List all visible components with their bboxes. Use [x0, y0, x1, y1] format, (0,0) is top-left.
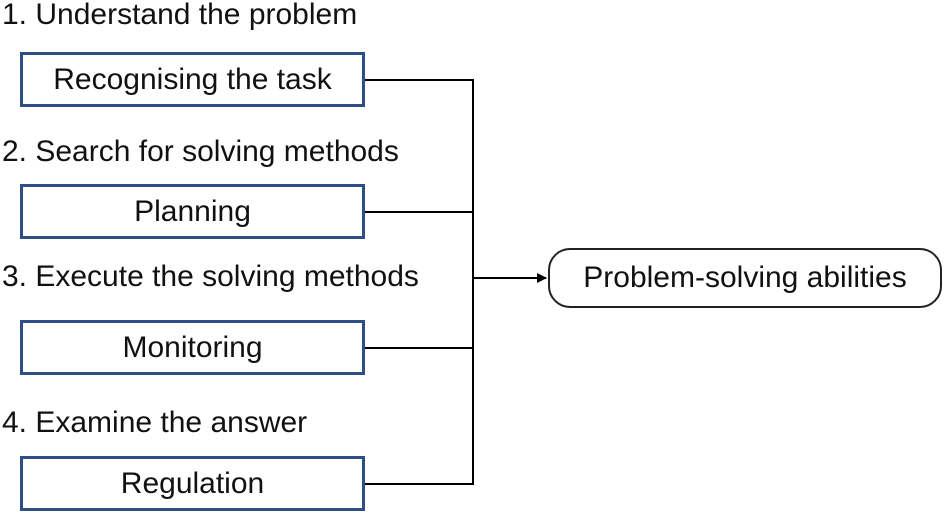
stage-box-regulation: Regulation — [20, 456, 365, 511]
step-1-label: 1. Understand the problem — [2, 0, 358, 31]
step-4-label: 4. Examine the answer — [2, 406, 308, 439]
stage-label-monitoring: Monitoring — [122, 330, 263, 364]
stage-box-planning: Planning — [20, 184, 365, 239]
stage-label-planning: Planning — [134, 194, 251, 228]
stage-label-regulation: Regulation — [120, 466, 265, 500]
stage-label-recognising-task: Recognising the task — [53, 62, 332, 96]
step-3-label: 3. Execute the solving methods — [2, 260, 419, 293]
result-box-problem-solving: Problem-solving abilities — [548, 248, 942, 308]
stage-box-recognising-task: Recognising the task — [20, 52, 365, 107]
step-2-label: 2. Search for solving methods — [2, 135, 399, 168]
result-label: Problem-solving abilities — [583, 261, 907, 294]
stage-box-monitoring: Monitoring — [20, 320, 365, 375]
